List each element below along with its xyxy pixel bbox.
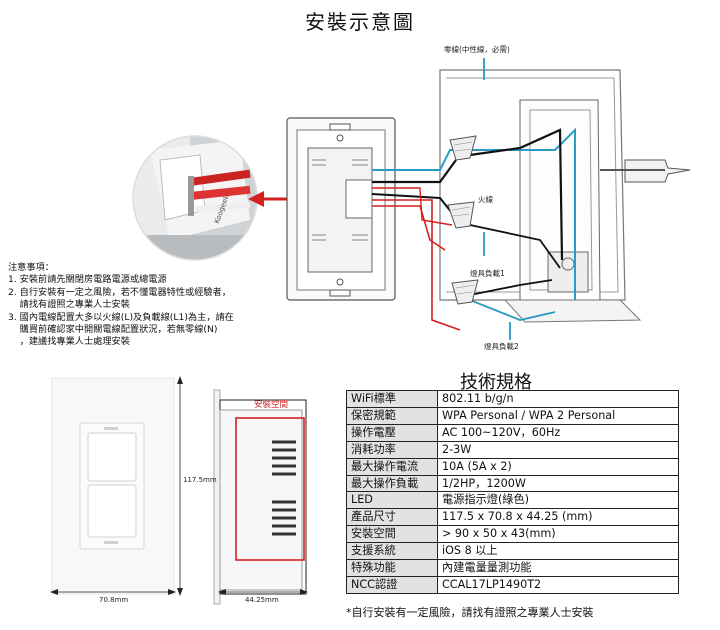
- wiring-diagram: [132, 58, 691, 340]
- spec-value: 802.11 b/g/n: [437, 390, 679, 408]
- spec-value: WPA Personal / WPA 2 Personal: [437, 406, 679, 425]
- spec-key: NCC認證: [346, 575, 438, 594]
- spec-key: 最大操作負載: [346, 474, 438, 493]
- notes-heading: 注意事項：: [8, 262, 54, 273]
- notes-item: ，建議找專業人士處理安裝: [8, 336, 130, 348]
- spec-value: 內建電量量測功能: [437, 559, 679, 577]
- notes-item: 2. 自行安裝有一定之風險，若不懂電器特性或經驗者，: [8, 286, 231, 298]
- page-title: 安裝示意圖: [305, 10, 415, 34]
- spec-key: 產品尺寸: [346, 508, 438, 527]
- spec-row: 安裝空間> 90 x 50 x 43(mm): [346, 525, 679, 544]
- spec-value: 2-3W: [437, 440, 679, 459]
- spec-value: > 90 x 50 x 43(mm): [437, 525, 679, 544]
- depth-dimension: 44.25mm: [245, 596, 279, 604]
- spec-value: CCAL17LP1490T2: [437, 575, 679, 594]
- notes-block: 注意事項： 1. 安裝前請先關閉房電路電源或總電源 2. 自行安裝有一定之風險，…: [8, 262, 234, 349]
- spec-key: 支援系統: [346, 542, 438, 561]
- width-dimension: 70.8mm: [99, 596, 129, 604]
- neutral-wire-label: 零線(中性線，必需): [444, 45, 510, 54]
- spec-key: 操作電壓: [346, 423, 438, 442]
- spec-value: iOS 8 以上: [437, 542, 679, 561]
- connector-icon: [451, 279, 479, 305]
- spec-key: 消耗功率: [346, 440, 438, 459]
- spec-key: 特殊功能: [346, 559, 438, 577]
- connector-icon: [449, 135, 477, 161]
- spec-key: 保密規範: [346, 406, 438, 425]
- install-space-label: 安裝空間: [254, 400, 289, 410]
- spec-value: 117.5 x 70.8 x 44.25 (mm): [437, 508, 679, 527]
- arrow-icon: [248, 191, 264, 207]
- dimension-drawing: [50, 376, 308, 605]
- spec-key: LED: [346, 491, 438, 510]
- spec-key: WiFi標準: [346, 390, 438, 408]
- spec-key: 最大操作電流: [346, 457, 438, 476]
- load1-wire-label: 燈具負載1: [470, 269, 505, 278]
- spec-row: 特殊功能內建電量量測功能: [346, 559, 679, 577]
- notes-item: 3. 國內電線配置大多以火線(L)及負載線(L1)為主，請在: [8, 311, 234, 323]
- zoom-inset: [133, 136, 257, 260]
- notes-item: 購買前確認家中開關電線配置狀況，若無零線(N): [8, 324, 218, 336]
- spec-value: 電源指示燈(綠色): [437, 491, 679, 510]
- notes-item: 請找有證照之專業人士安裝: [8, 299, 130, 311]
- spec-key: 安裝空間: [346, 525, 438, 544]
- install-space-box: [235, 417, 305, 561]
- load2-wire-label: 燈具負載2: [484, 342, 519, 351]
- height-dimension: 117.5mm: [183, 476, 217, 484]
- live-wire-label: 火線: [478, 195, 493, 204]
- spec-value: AC 100~120V，60Hz: [437, 423, 679, 442]
- spec-value: 10A (5A x 2): [437, 457, 679, 476]
- footnote: *自行安裝有一定風險，請找有證照之專業人士安裝: [346, 606, 594, 619]
- spec-title: 技術規格: [460, 372, 532, 393]
- notes-item: 1. 安裝前請先關閉房電路電源或總電源: [8, 274, 167, 286]
- spec-value: 1/2HP，1200W: [437, 474, 679, 493]
